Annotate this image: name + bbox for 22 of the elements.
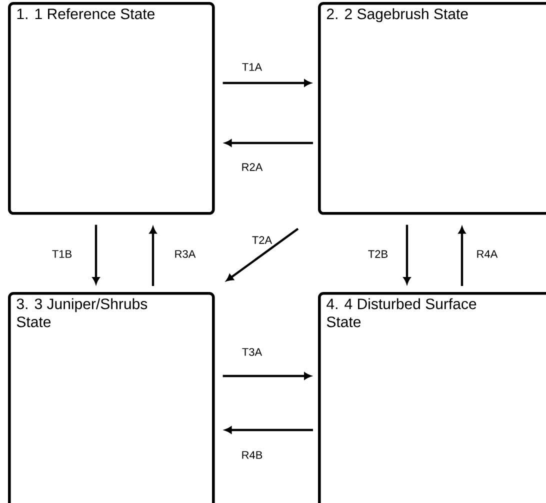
arrow bbox=[226, 228, 299, 282]
arrow bbox=[458, 226, 466, 286]
state-box: 3. 3 Juniper/Shrubs State bbox=[8, 292, 215, 503]
arrow bbox=[224, 139, 313, 147]
state-box: 2. 2 Sagebrush State bbox=[318, 2, 546, 215]
arrow bbox=[222, 79, 312, 87]
arrow bbox=[403, 224, 411, 284]
edge-label: T3A bbox=[240, 346, 264, 358]
edge-label: T2B bbox=[366, 248, 390, 260]
edge-label: R3A bbox=[172, 248, 198, 260]
arrow bbox=[222, 372, 312, 380]
state-box: 4. 4 Disturbed Surface State bbox=[318, 292, 546, 503]
edge-label: T1A bbox=[240, 62, 264, 72]
edge-label: T1B bbox=[50, 248, 74, 260]
state-box: 1. 1 Reference State bbox=[8, 2, 215, 215]
edge-label: R2A bbox=[240, 162, 264, 172]
arrow bbox=[149, 226, 157, 286]
edge-label: R4A bbox=[474, 248, 500, 260]
edge-label: R4B bbox=[240, 450, 264, 460]
arrow bbox=[224, 426, 313, 434]
arrow bbox=[92, 224, 100, 284]
edge-label: T2A bbox=[250, 234, 274, 246]
